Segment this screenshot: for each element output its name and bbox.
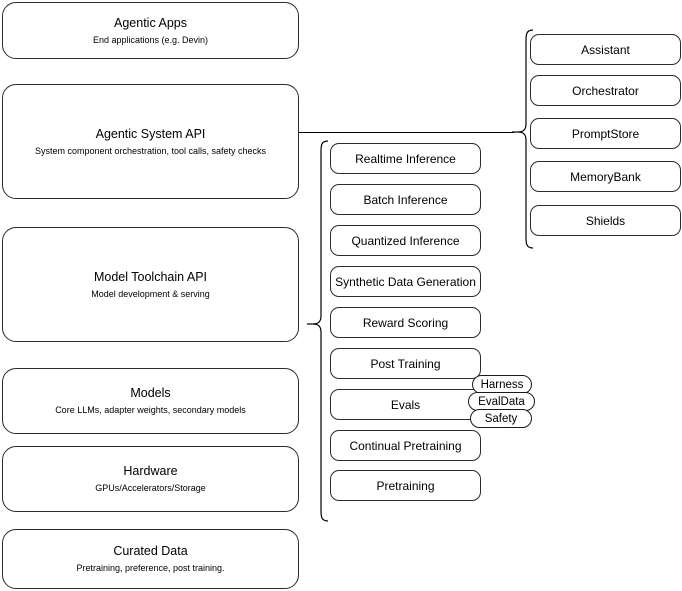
- stack-layer-subtitle: GPUs/Accelerators/Storage: [95, 483, 206, 493]
- stack-layer-title: Model Toolchain API: [93, 269, 208, 284]
- component-label: PromptStore: [571, 126, 640, 141]
- stack-layer-title: Hardware: [123, 464, 178, 478]
- toolchain-component-pretraining[interactable]: Pretraining: [330, 470, 481, 501]
- component-label: Synthetic Data Generation: [335, 274, 476, 289]
- evals-tag-evaldata[interactable]: EvalData: [468, 392, 535, 411]
- evals-tag-label: EvalData: [478, 395, 525, 408]
- toolchain-component-realtime-inference[interactable]: Realtime Inference: [330, 143, 481, 174]
- stack-layer-hardware[interactable]: Hardware GPUs/Accelerators/Storage: [2, 446, 299, 512]
- agentic-component-promptstore[interactable]: PromptStore: [530, 118, 681, 149]
- stack-layer-title: Agentic Apps: [114, 15, 187, 30]
- toolchain-component-batch-inference[interactable]: Batch Inference: [330, 184, 481, 215]
- agentic-brace: [512, 29, 534, 249]
- stack-layer-subtitle: Core LLMs, adapter weights, secondary mo…: [55, 405, 246, 415]
- evals-tag-label: Safety: [484, 412, 518, 425]
- component-label: Evals: [390, 397, 421, 412]
- component-label: Quantized Inference: [351, 233, 460, 248]
- stack-layer-model-toolchain-api[interactable]: Model Toolchain API Model development & …: [2, 227, 299, 342]
- component-label: Reward Scoring: [362, 315, 449, 330]
- component-label: Realtime Inference: [355, 151, 456, 166]
- toolchain-component-synthetic-data-generation[interactable]: Synthetic Data Generation: [330, 266, 481, 297]
- stack-layer-agentic-apps[interactable]: Agentic Apps End applications (e.g. Devi…: [2, 2, 299, 59]
- stack-layer-title: Models: [130, 386, 171, 400]
- stack-layer-title: Curated Data: [113, 544, 188, 558]
- toolchain-component-continual-pretraining[interactable]: Continual Pretraining: [330, 430, 481, 461]
- component-label: Shields: [585, 213, 626, 228]
- stack-layer-subtitle: End applications (e.g. Devin): [92, 34, 209, 45]
- toolchain-brace: [307, 140, 329, 522]
- component-label: Post Training: [370, 356, 441, 371]
- component-label: Assistant: [581, 42, 630, 57]
- toolchain-component-post-training[interactable]: Post Training: [330, 348, 481, 379]
- component-label: Pretraining: [376, 478, 435, 493]
- stack-layer-agentic-system-api[interactable]: Agentic System API System component orch…: [2, 84, 299, 199]
- stack-layer-subtitle: Pretraining, preference, post training.: [76, 563, 225, 573]
- evals-tag-label: Harness: [480, 378, 524, 391]
- agentic-component-assistant[interactable]: Assistant: [530, 34, 681, 65]
- stack-layer-subtitle: Model development & serving: [91, 288, 210, 299]
- connector-agentic-system-to-components: [299, 132, 514, 133]
- stack-layer-title: Agentic System API: [95, 126, 206, 141]
- toolchain-component-reward-scoring[interactable]: Reward Scoring: [330, 307, 481, 338]
- agentic-component-shields[interactable]: Shields: [530, 205, 681, 236]
- toolchain-component-quantized-inference[interactable]: Quantized Inference: [330, 225, 481, 256]
- component-label: Orchestrator: [572, 83, 639, 98]
- stack-layer-models[interactable]: Models Core LLMs, adapter weights, secon…: [2, 368, 299, 434]
- component-label: Batch Inference: [363, 192, 448, 207]
- component-label: Continual Pretraining: [349, 438, 462, 453]
- agentic-component-orchestrator[interactable]: Orchestrator: [530, 75, 681, 106]
- evals-tag-safety[interactable]: Safety: [470, 409, 532, 428]
- component-label: MemoryBank: [570, 169, 641, 184]
- stack-layer-subtitle: System component orchestration, tool cal…: [34, 145, 267, 156]
- stack-layer-curated-data[interactable]: Curated Data Pretraining, preference, po…: [2, 529, 299, 589]
- agentic-component-memorybank[interactable]: MemoryBank: [530, 161, 681, 192]
- toolchain-component-evals[interactable]: Evals: [330, 389, 481, 420]
